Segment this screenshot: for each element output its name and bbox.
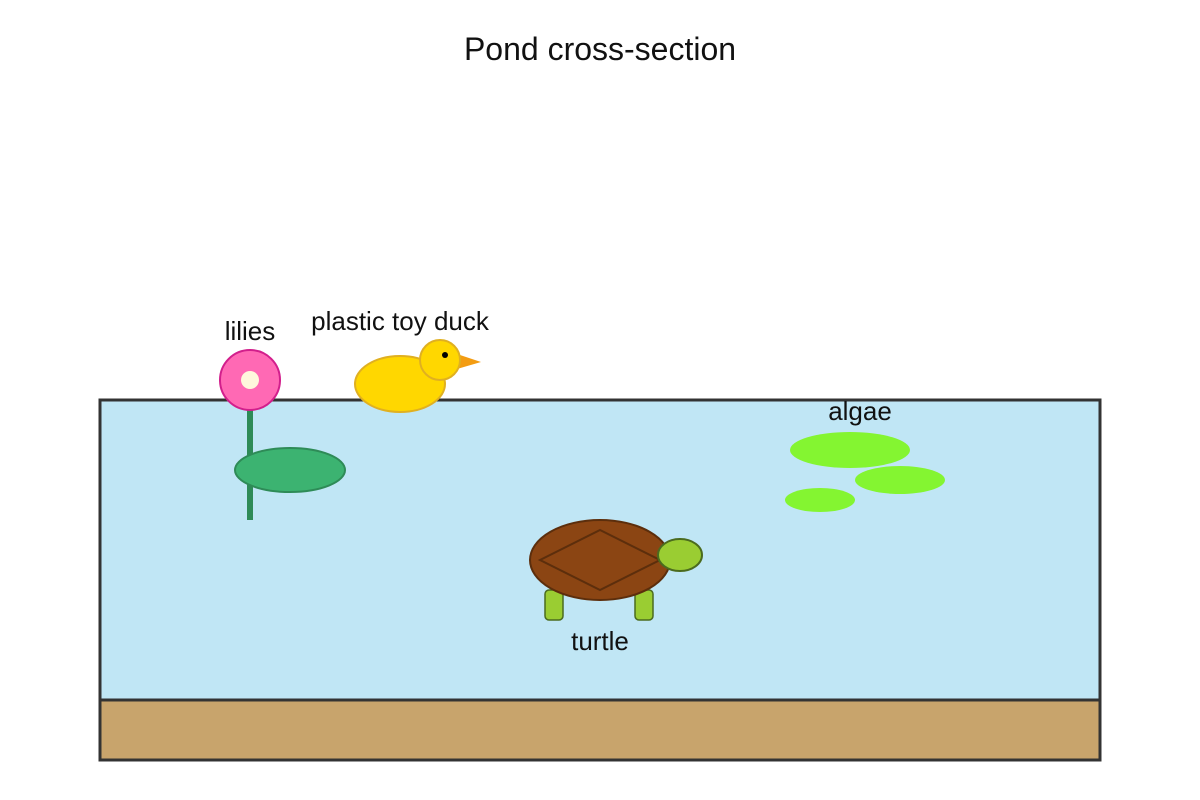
lily-flower-center [241, 371, 259, 389]
duck-eye [442, 352, 448, 358]
turtle-leg [544, 589, 564, 621]
duck-beak [457, 354, 481, 369]
duck-head [419, 339, 461, 381]
duck-group: plastic toy duck [311, 306, 490, 413]
duck-label: plastic toy duck [311, 306, 490, 336]
algae-patch [790, 432, 910, 468]
lily-pad [234, 447, 346, 493]
turtle-label: turtle [571, 626, 629, 656]
turtle-head [657, 538, 703, 572]
algae-group: algae [785, 396, 945, 512]
algae-label: algae [828, 396, 892, 426]
sediment-layer [98, 698, 1102, 762]
turtle-group: turtle [529, 519, 703, 656]
algae-patch [855, 466, 945, 494]
turtle-shell [529, 519, 671, 601]
lilies-label: lilies [225, 316, 276, 346]
lily-group: lilies [219, 316, 346, 520]
algae-patch [785, 488, 855, 512]
diagram-title: Pond cross-section [464, 31, 736, 67]
